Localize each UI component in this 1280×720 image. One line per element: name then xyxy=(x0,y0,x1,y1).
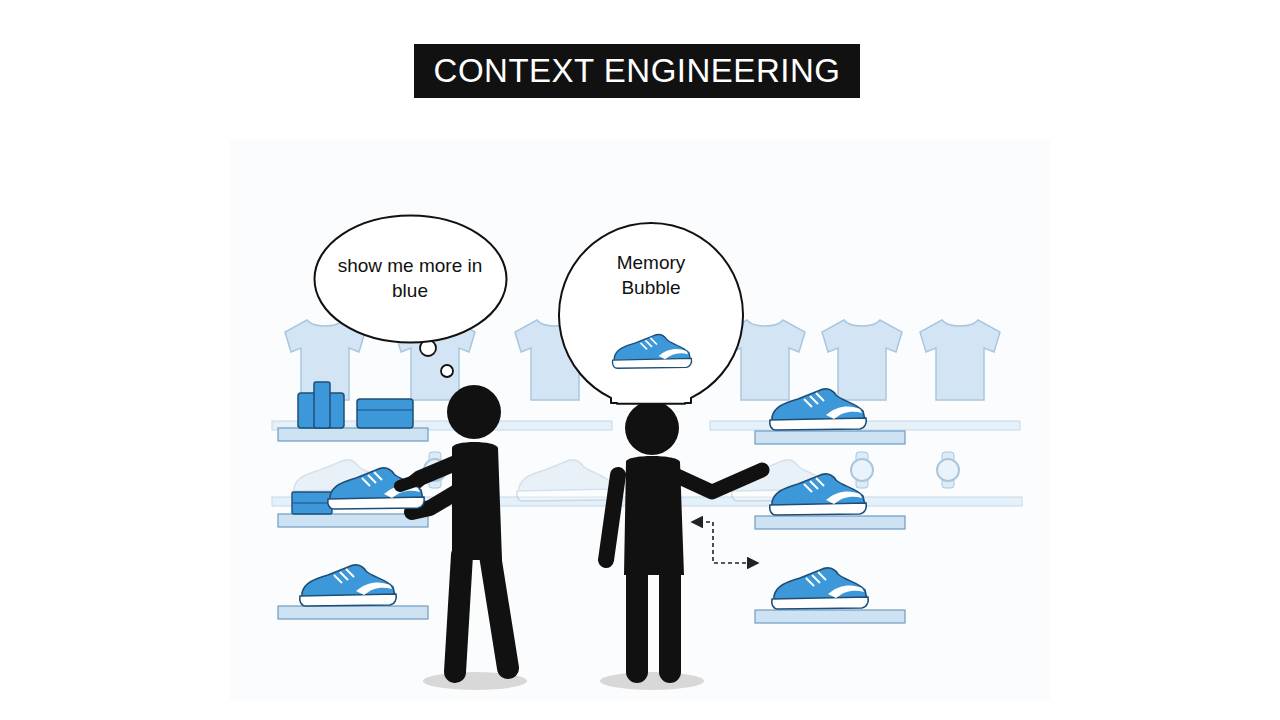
bubble-shape xyxy=(559,223,743,404)
bubble-text: Memory Bubble xyxy=(586,251,716,300)
bubble-text: show me more in blue xyxy=(335,254,485,303)
bubble-outline xyxy=(557,221,745,409)
title-band: CONTEXT ENGINEERING xyxy=(414,44,861,98)
thought-bubble: show me more in blue xyxy=(313,214,508,344)
bubble-shape xyxy=(314,216,506,343)
memory-shoe-icon xyxy=(612,335,691,369)
title-text: CONTEXT ENGINEERING xyxy=(434,52,841,90)
memory-bubble: Memory Bubble xyxy=(557,221,745,389)
